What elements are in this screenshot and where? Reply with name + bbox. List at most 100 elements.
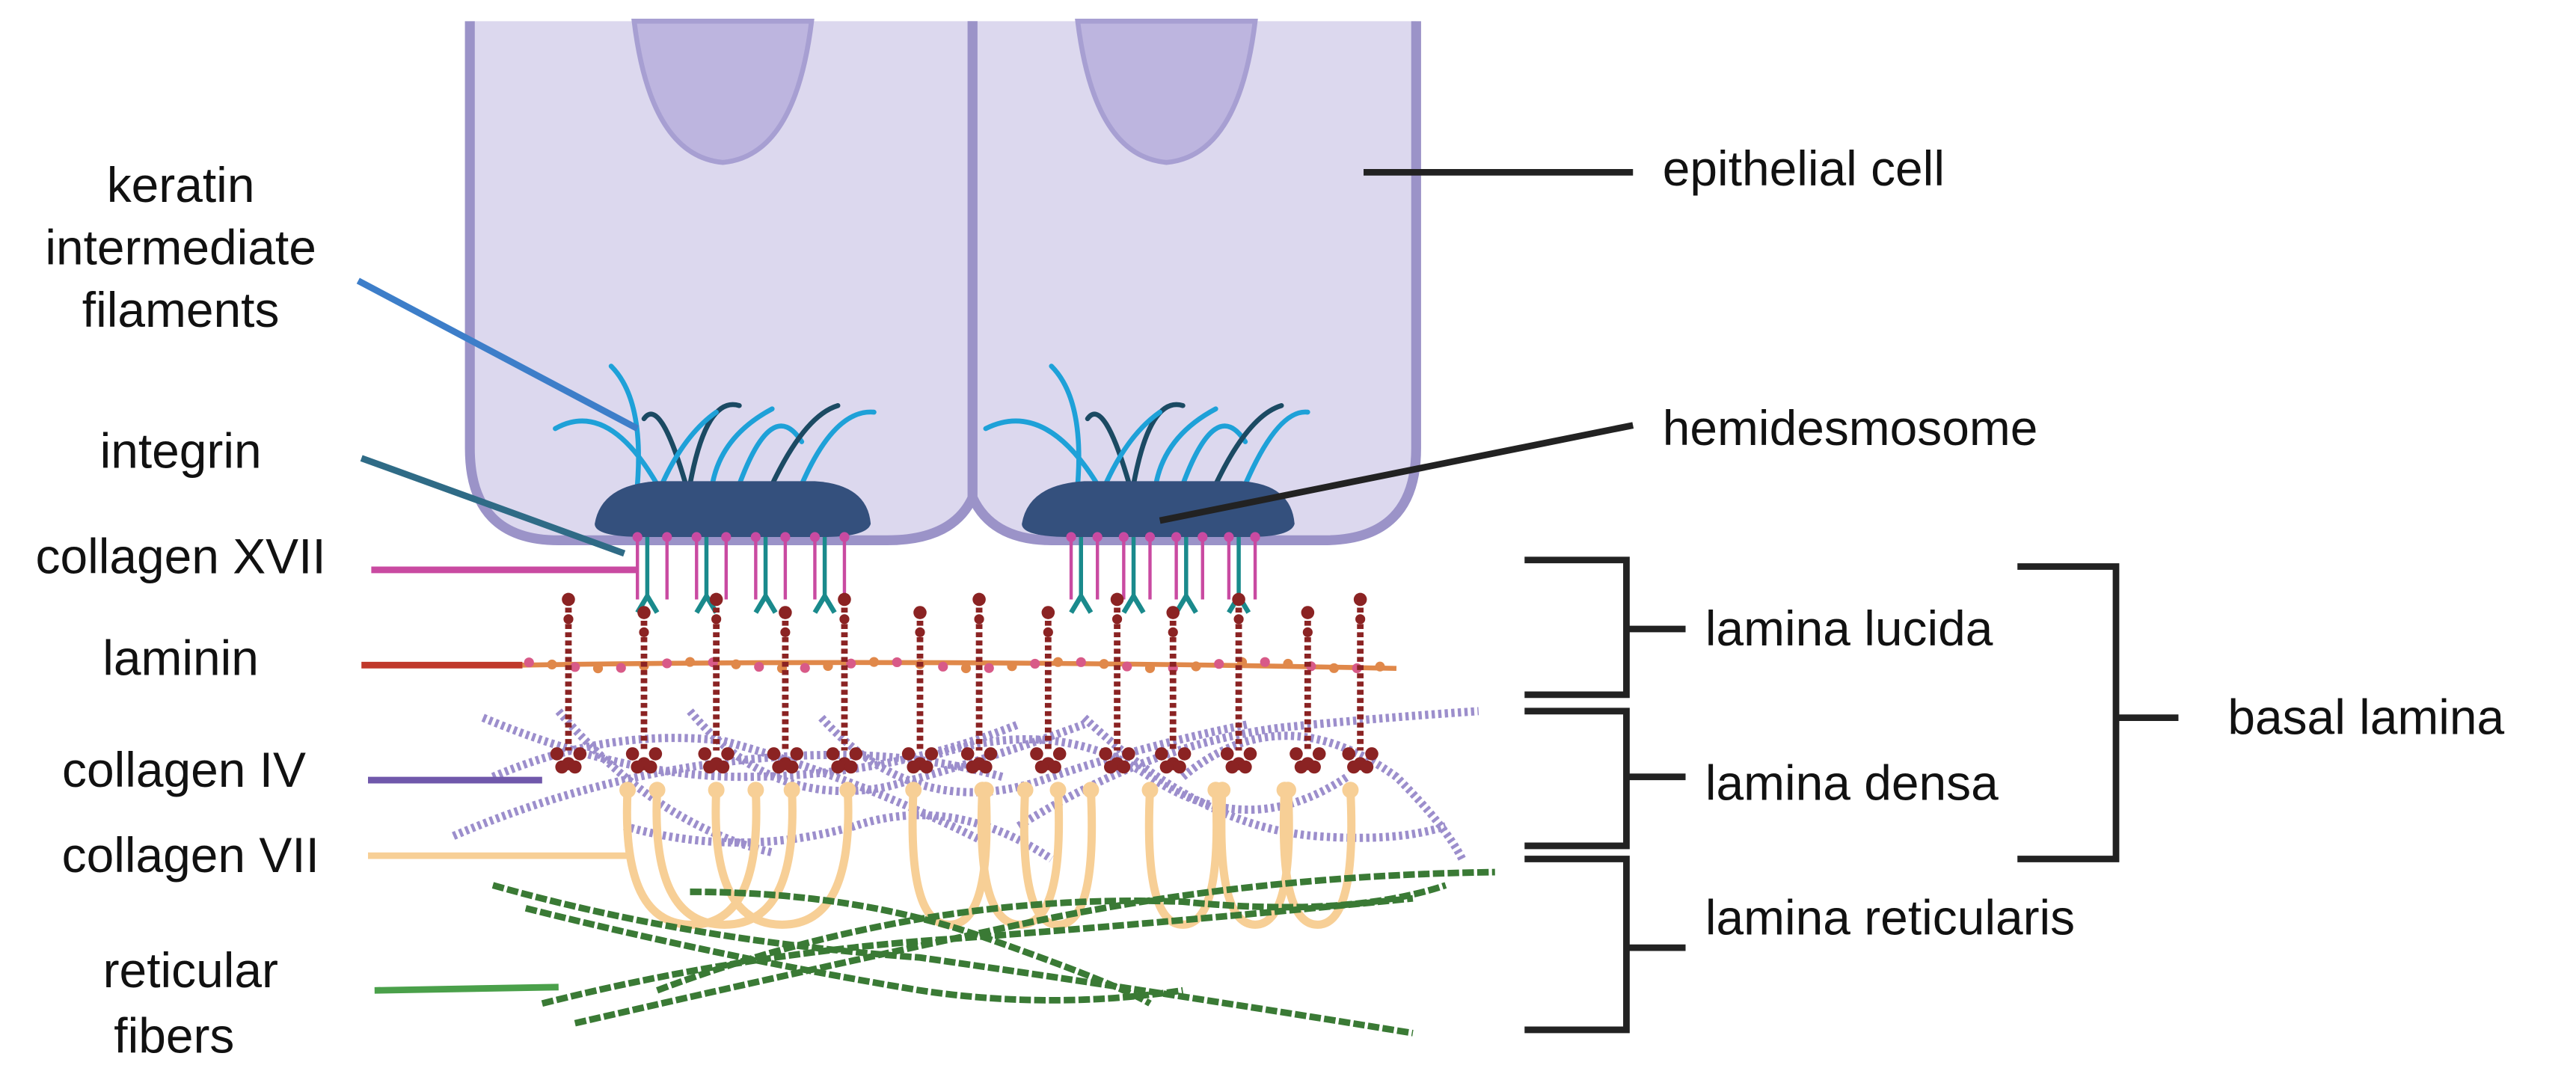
basal-lamina-bracket: [2017, 563, 2179, 862]
left-labels: keratin intermediate filaments integrin …: [36, 157, 640, 1064]
laminin-bead: [562, 592, 575, 607]
collagen-xvii-head: [809, 532, 821, 542]
laminin-bead: [1355, 614, 1366, 625]
laminin-bead: [800, 663, 810, 673]
laminin-globule: [984, 747, 998, 761]
laminin-globule: [1104, 760, 1117, 774]
laminin-bead: [547, 659, 557, 670]
collagen-vii-end: [1082, 782, 1100, 799]
collagen-vii-end: [1049, 782, 1067, 799]
laminin-globule: [790, 747, 804, 761]
collagen-vii-fibrils: [619, 782, 1359, 929]
laminin-globule: [698, 747, 712, 761]
laminin-globule: [1030, 747, 1043, 761]
laminin-bead: [711, 614, 722, 625]
laminin-bead: [754, 661, 764, 672]
laminin-bead: [1007, 661, 1017, 672]
laminin-bead: [1168, 627, 1178, 637]
right-labels: epithelial cell hemidesmosome lamina luc…: [1159, 141, 2505, 1034]
laminin-globule: [721, 747, 735, 761]
integrin-foot: [694, 591, 719, 614]
laminin-bead: [731, 659, 741, 669]
laminin-bead: [639, 627, 649, 637]
laminin-globule: [1243, 747, 1257, 761]
laminin-bead: [972, 592, 986, 607]
laminin-globule: [1052, 747, 1067, 761]
nucleus-left: [631, 19, 815, 165]
hemidesmosome-label: hemidesmosome: [1663, 400, 2038, 455]
laminin-globule: [1307, 760, 1321, 774]
laminin-bead: [1301, 606, 1315, 619]
laminin-globule: [901, 747, 916, 761]
laminin-bead: [913, 606, 927, 619]
laminin-globule: [1239, 760, 1252, 774]
reticular-fibers: [491, 868, 1495, 1037]
hemidesmosome-plaque-right: [1022, 481, 1295, 537]
laminin-globule: [625, 747, 640, 761]
collagen-xvii-head: [1224, 532, 1234, 542]
laminin-globule: [844, 760, 858, 774]
laminin-globule: [703, 760, 717, 774]
laminin-globule: [1347, 760, 1361, 774]
basal-lamina-label: basal lamina: [2227, 690, 2504, 745]
integrin-foot: [812, 591, 837, 614]
lamina-lucida-bracket: [1524, 556, 1686, 699]
lamina-densa-label: lamina densa: [1705, 755, 1999, 810]
collagen-vii-loop: [1279, 785, 1356, 929]
laminin-globule: [1155, 747, 1168, 761]
integrin-pointer: [360, 455, 626, 557]
integrin-foot: [1174, 591, 1198, 614]
lamina-reticularis-bracket: [1524, 856, 1686, 1034]
laminin-globule: [1220, 747, 1234, 761]
laminin-bead: [1099, 659, 1109, 669]
collagen-xvii-head: [691, 532, 702, 542]
laminin-bead: [684, 657, 696, 667]
collagen-xvii-head: [1066, 532, 1076, 542]
laminin-globule: [1099, 747, 1112, 761]
collagen-xvii-head: [750, 532, 761, 542]
laminin-globule: [1294, 760, 1308, 774]
collagen-xvii-label: collagen XVII: [36, 528, 326, 583]
laminin-globule: [920, 760, 933, 774]
laminin-globule: [648, 747, 663, 761]
laminin-globule: [1342, 747, 1356, 761]
laminin-bead: [892, 657, 902, 668]
keratin-label-line-1: keratin: [107, 157, 255, 212]
collagen-xvii-head: [1092, 532, 1103, 542]
integrin-foot: [753, 591, 778, 614]
laminin-bead: [592, 663, 604, 674]
laminin-bead: [1122, 661, 1132, 672]
collagen-iv-label: collagen IV: [62, 742, 306, 797]
laminin-globule: [966, 760, 980, 774]
laminin-bead: [915, 627, 925, 637]
laminin-globule: [1289, 747, 1303, 761]
collagen-vii-end: [648, 782, 666, 799]
integrin-foot: [1069, 591, 1094, 614]
lamina-lucida-label: lamina lucida: [1705, 601, 1993, 656]
laminin-bead: [563, 614, 574, 625]
laminin-globule: [767, 747, 781, 761]
collagen-vii-loop: [1019, 785, 1097, 929]
laminin-globule: [960, 747, 975, 761]
epithelial-cell-label: epithelial cell: [1663, 141, 1945, 196]
laminin-bead: [1076, 657, 1086, 667]
laminin-globule: [1122, 747, 1135, 761]
collagen-vii-end: [708, 782, 725, 799]
laminin-bead: [938, 661, 948, 672]
collagen-vii-end: [1276, 782, 1293, 799]
laminin-network: [522, 592, 1397, 774]
laminin-globule: [1177, 747, 1192, 761]
laminin-bead: [1353, 592, 1367, 607]
collagen-vii-end: [1141, 782, 1159, 799]
laminin-globule: [1312, 747, 1326, 761]
laminin-bead: [1232, 592, 1245, 607]
laminin-bead: [570, 662, 580, 672]
laminin-globule: [644, 760, 657, 774]
collagen-vii-end: [619, 782, 637, 799]
laminin-globule: [1048, 760, 1061, 774]
laminin-bead: [984, 663, 994, 673]
laminin-bead: [1144, 663, 1156, 673]
collagen-xvii-head: [1197, 532, 1208, 542]
keratin-label-line-2: intermediate: [45, 219, 316, 274]
